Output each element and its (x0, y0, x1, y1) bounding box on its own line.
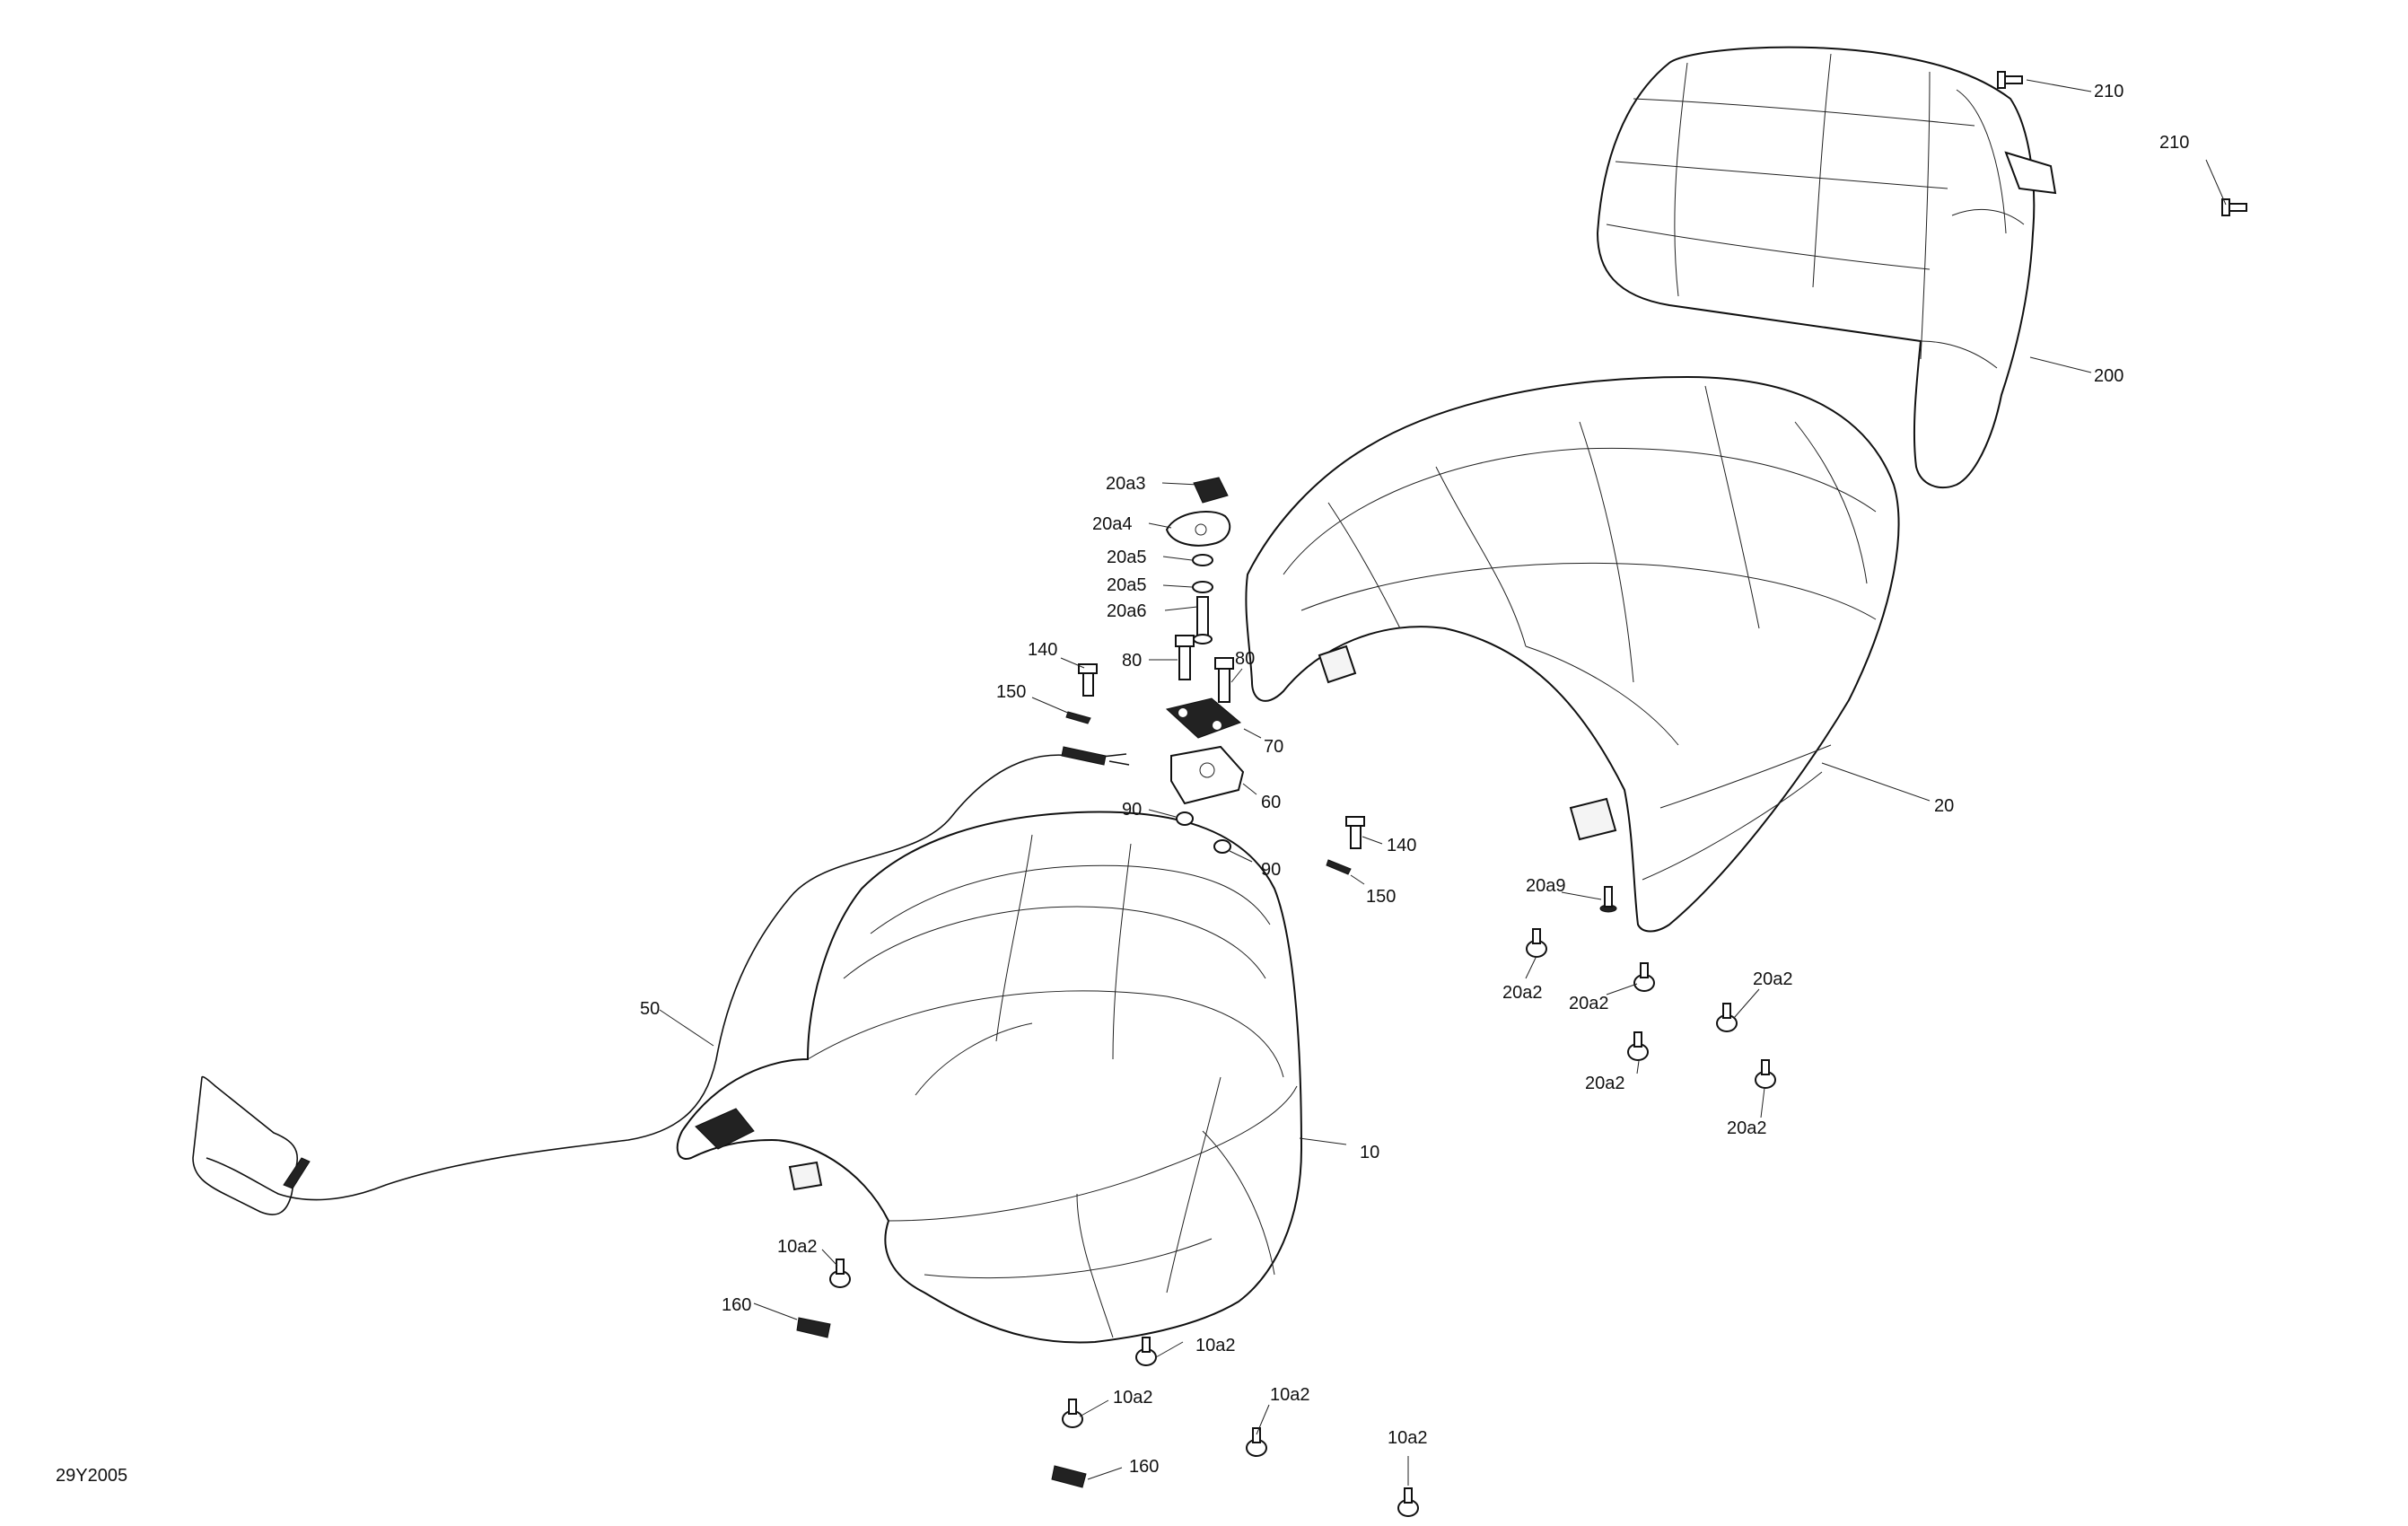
callout-200: 200 (2094, 366, 2123, 386)
callout-210: 210 (2159, 133, 2189, 153)
callout-210: 210 (2094, 82, 2123, 101)
callout-labels: 210 210 200 20 20a3 20a4 20a5 20a5 20a6 … (640, 82, 2189, 1477)
callout-20: 20 (1934, 796, 1954, 816)
callout-10a2: 10a2 (1388, 1428, 1428, 1448)
callout-10a2: 10a2 (1113, 1388, 1153, 1408)
callout-20a6: 20a6 (1107, 601, 1147, 621)
callout-80: 80 (1235, 649, 1255, 669)
callout-140: 140 (1028, 640, 1057, 660)
callout-60: 60 (1261, 793, 1281, 812)
leader-lines (659, 79, 2227, 1486)
callout-20a5: 20a5 (1107, 548, 1147, 567)
callout-20a2: 20a2 (1585, 1074, 1625, 1093)
callout-20a5: 20a5 (1107, 575, 1147, 595)
callout-160: 160 (1129, 1457, 1159, 1477)
callout-50: 50 (640, 999, 660, 1019)
callout-10: 10 (1360, 1143, 1379, 1162)
callout-10a2: 10a2 (777, 1237, 818, 1257)
callout-10a2: 10a2 (1195, 1336, 1236, 1355)
callout-140: 140 (1387, 836, 1416, 855)
callout-20a4: 20a4 (1092, 514, 1133, 534)
callout-90: 90 (1122, 800, 1142, 820)
callout-90: 90 (1261, 860, 1281, 880)
callout-10a2: 10a2 (1270, 1385, 1310, 1405)
callout-20a2: 20a2 (1502, 983, 1543, 1003)
hardware-stack (1065, 477, 1365, 875)
front-seat-part-10 (676, 811, 1303, 1344)
backrest-part-200 (1596, 46, 2057, 489)
callout-150: 150 (1366, 887, 1396, 907)
callout-20a2: 20a2 (1727, 1118, 1767, 1138)
diagram-reference-code: 29Y2005 (56, 1466, 127, 1486)
callout-20a2: 20a2 (1753, 969, 1793, 989)
callout-20a2: 20a2 (1569, 994, 1609, 1013)
callout-80: 80 (1122, 651, 1142, 671)
callout-20a3: 20a3 (1106, 474, 1146, 494)
rear-seat-part-20 (1245, 375, 1900, 933)
callout-150: 150 (996, 682, 1026, 702)
callout-70: 70 (1264, 737, 1283, 757)
cable-part-50 (192, 746, 1130, 1215)
callout-160: 160 (722, 1295, 751, 1315)
callout-20a9: 20a9 (1526, 876, 1566, 896)
